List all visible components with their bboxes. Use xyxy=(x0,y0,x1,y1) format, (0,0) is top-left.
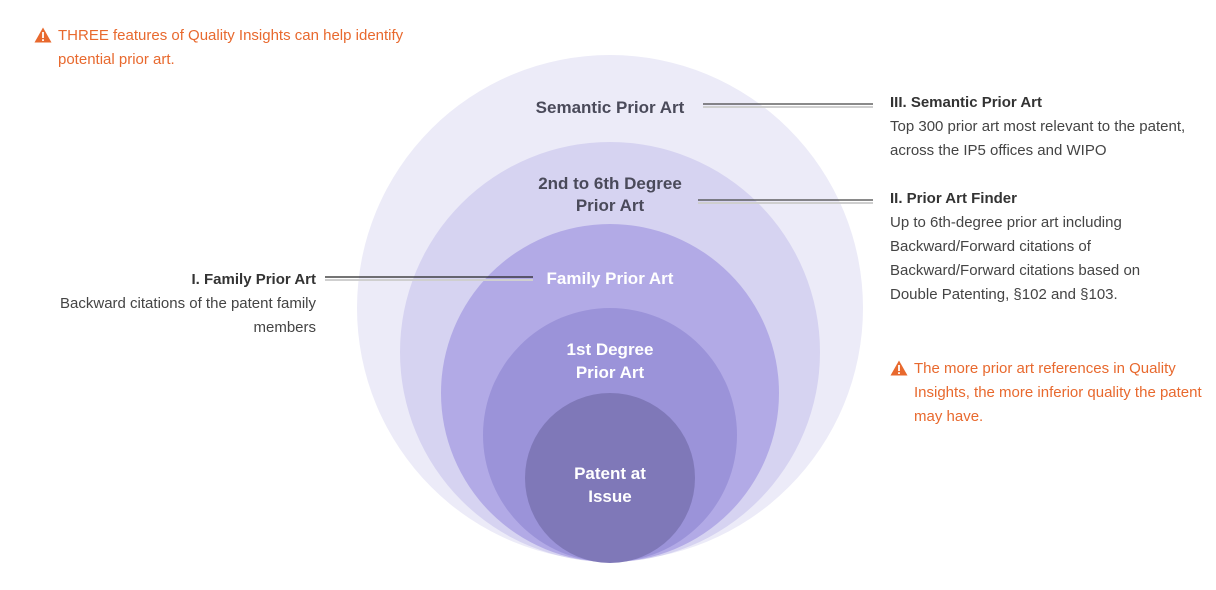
ring-patent-at-issue xyxy=(525,393,695,563)
description-title: III. Semantic Prior Art xyxy=(890,94,1042,111)
description-body: Backward citations of the patent family … xyxy=(60,295,316,336)
label-degree-line1: 2nd to 6th Degree xyxy=(538,174,682,193)
description-title: I. Family Prior Art xyxy=(191,271,316,288)
description-semantic-prior-art: III. Semantic Prior Art Top 300 prior ar… xyxy=(890,91,1190,163)
warning-text-bottom: The more prior art references in Quality… xyxy=(914,360,1202,425)
label-degree-line2: Prior Art xyxy=(576,196,645,215)
description-title: II. Prior Art Finder xyxy=(890,190,1017,207)
warning-icon xyxy=(890,360,908,376)
description-body: Up to 6th-degree prior art including Bac… xyxy=(890,214,1141,303)
warning-icon xyxy=(34,27,52,43)
description-family-prior-art: I. Family Prior Art Backward citations o… xyxy=(20,268,316,340)
label-semantic-prior-art: Semantic Prior Art xyxy=(536,98,685,117)
label-patent-line1: Patent at xyxy=(574,464,646,483)
warning-note-top: THREE features of Quality Insights can h… xyxy=(34,24,454,72)
description-prior-art-finder: II. Prior Art Finder Up to 6th-degree pr… xyxy=(890,187,1190,307)
warning-note-bottom: The more prior art references in Quality… xyxy=(890,357,1205,429)
description-body: Top 300 prior art most relevant to the p… xyxy=(890,118,1186,159)
label-first-degree-line2: Prior Art xyxy=(576,363,645,382)
warning-text-top: THREE features of Quality Insights can h… xyxy=(58,27,404,68)
label-patent-line2: Issue xyxy=(588,487,631,506)
label-first-degree-line1: 1st Degree xyxy=(567,340,654,359)
connector-finder xyxy=(698,199,873,204)
label-family-prior-art: Family Prior Art xyxy=(547,269,674,288)
connector-family xyxy=(325,276,533,281)
connector-semantic xyxy=(703,103,873,108)
